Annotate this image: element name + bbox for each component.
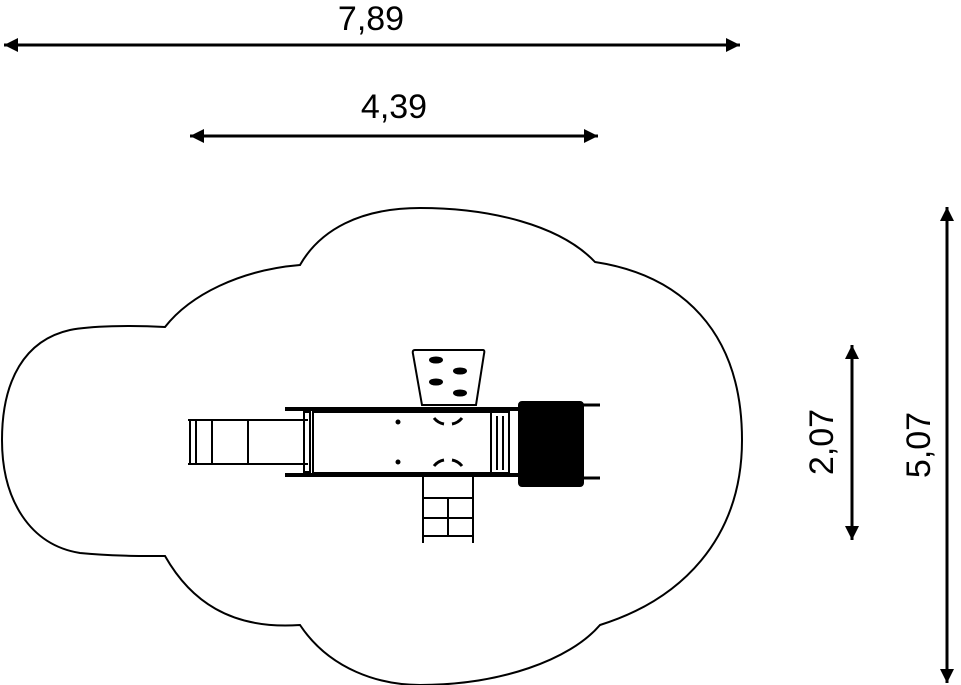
safety-zone-outline: [0, 206, 744, 685]
platform: [285, 407, 520, 477]
climbing-wall: [411, 349, 486, 406]
overall-width-label: 7,89: [338, 0, 404, 38]
slide: [188, 411, 311, 473]
crawl-tunnel: [518, 401, 600, 487]
overall-depth-label: 5,07: [900, 412, 938, 478]
dimension-overall-width: 7,89: [4, 0, 740, 52]
dimension-structure-depth: 2,07: [803, 345, 859, 540]
ladder: [422, 475, 474, 543]
structure-depth-label: 2,07: [803, 409, 841, 475]
dimension-overall-depth: 5,07: [900, 207, 954, 683]
structure-width-label: 4,39: [361, 88, 427, 126]
dimension-structure-width: 4,39: [190, 88, 598, 143]
play-structure: [188, 349, 600, 543]
